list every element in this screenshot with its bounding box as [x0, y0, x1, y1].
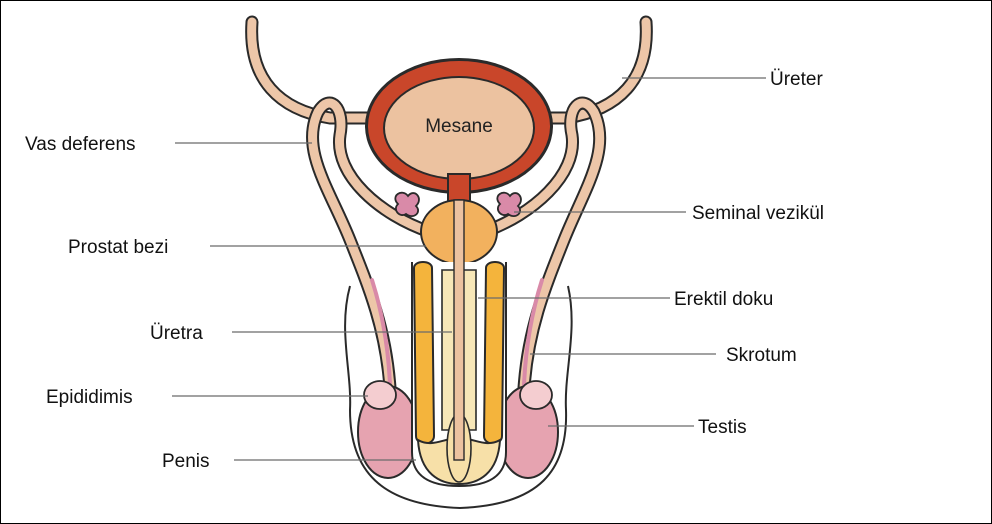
label-testis: Testis: [698, 417, 747, 438]
label-uretra: Üretra: [150, 323, 203, 344]
label-seminal-vezikul: Seminal vezikül: [692, 203, 824, 224]
label-prostat-bezi: Prostat bezi: [68, 237, 168, 258]
label-vas-deferens: Vas deferens: [25, 134, 136, 155]
label-erektil-doku: Erektil doku: [674, 289, 773, 310]
label-mesane: Mesane: [425, 116, 493, 137]
label-epididimis: Epididimis: [46, 387, 133, 408]
label-penis: Penis: [162, 451, 210, 472]
label-ureter: Üreter: [770, 69, 823, 90]
label-skrotum: Skrotum: [726, 345, 797, 366]
